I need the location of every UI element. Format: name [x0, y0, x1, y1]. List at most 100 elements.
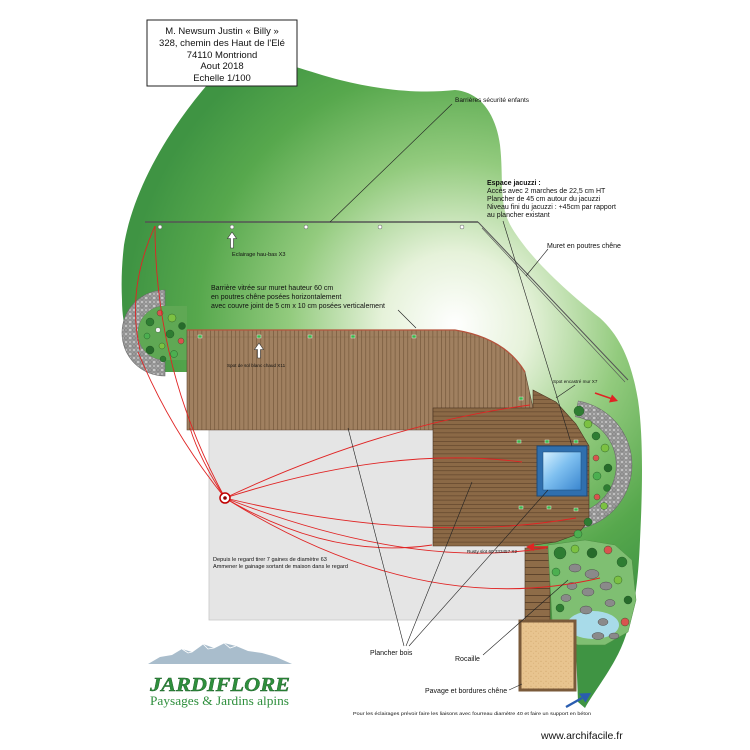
label-rocaille: Rocaille: [455, 656, 480, 663]
rock: [591, 632, 605, 640]
rock: [597, 618, 609, 626]
logo-tagline: Paysages & Jardins alpins: [150, 694, 289, 708]
rock: [581, 587, 595, 597]
deck-steps: [524, 547, 551, 622]
plant: [178, 322, 186, 330]
plant: [583, 517, 593, 527]
spot-light: [573, 507, 579, 512]
inspection-chamber-center: [223, 496, 227, 500]
plant: [551, 567, 561, 577]
jacuzzi-note-line: Niveau fini du jacuzzi : +45cm par rappo…: [487, 204, 616, 211]
plant: [165, 329, 175, 339]
plant: [620, 617, 630, 627]
leader-line: [397, 309, 417, 329]
blue-arrow-shaft: [565, 696, 583, 709]
red-arrow-head: [609, 394, 618, 403]
spot-light: [256, 334, 262, 339]
label-spot-mur: Spot encastré mur X7: [553, 379, 598, 384]
client-address: 328, chemin des Haut de l'Elé: [159, 38, 285, 49]
planting-bed-right: [573, 405, 613, 539]
label-pavage: Pavage et bordures chêne: [425, 688, 507, 695]
plant: [143, 332, 151, 340]
mountains-icon: [148, 643, 292, 664]
title-block-frame: [146, 19, 298, 87]
spot-light: [350, 334, 356, 339]
leader-line: [502, 220, 573, 447]
arrow-up-icon: [226, 231, 238, 249]
conduit-note-line: Ammener le gainage sortant de maison dan…: [213, 564, 348, 570]
plant: [167, 313, 177, 323]
plant: [573, 405, 585, 417]
glass-barrier-note-line: en poutres chêne posées horizontalement: [211, 294, 341, 301]
light-marker: [157, 224, 163, 230]
glass-barrier-note-line: Barrière vitrée sur muret hauteur 60 cm: [211, 285, 333, 292]
leader-line: [482, 579, 569, 656]
glass-barrier-note: Barrière vitrée sur muret hauteur 60 cm …: [211, 285, 385, 310]
conduit: [154, 225, 226, 499]
inspection-chamber: [219, 492, 231, 504]
leader-line: [555, 384, 576, 399]
rock: [560, 594, 572, 602]
rock: [584, 569, 600, 579]
plant: [586, 547, 598, 559]
glass-barrier: [187, 329, 526, 373]
label-barrieres-securite: Barrières sécurité enfants: [455, 97, 530, 104]
plant: [600, 502, 608, 510]
label-muret: Muret en poutres chêne: [547, 243, 621, 250]
plant: [603, 463, 613, 473]
conduit: [224, 404, 531, 499]
client-city: 74110 Montriond: [187, 50, 258, 61]
plant: [600, 443, 610, 453]
plant: [177, 337, 185, 345]
conduit: [224, 497, 601, 590]
oak-wall-inner: [481, 227, 626, 383]
jardiflore-logo: JARDIFLORE Paysages & Jardins alpins: [148, 642, 292, 708]
jacuzzi-note-line: au plancher existant: [487, 212, 550, 219]
pond: [567, 611, 619, 639]
red-arrow-head: [526, 543, 534, 551]
plant: [155, 327, 161, 333]
lighting-footnote: Pour les éclairages prévoir faire les li…: [353, 711, 592, 716]
light-marker: [377, 224, 383, 230]
rock: [579, 605, 593, 615]
conduit-note-line: Depuis le regard tirer 7 gaines de diamè…: [213, 557, 327, 563]
rock: [568, 563, 582, 573]
leader-line: [408, 489, 549, 647]
plant: [623, 595, 633, 605]
rock: [608, 632, 620, 640]
conduits: [134, 225, 601, 590]
label-rusty-slot: Rusty slot 60 333457 X2: [467, 549, 517, 554]
leader-line: [525, 248, 549, 277]
plant: [170, 350, 178, 358]
leader-line: [347, 427, 405, 647]
deck-lights: [197, 334, 579, 512]
plant: [591, 431, 601, 441]
plant: [616, 556, 628, 568]
red-arrow-right: [594, 392, 618, 403]
jacuzzi-note: Espace jacuzzi : Accès avec 2 marches de…: [487, 180, 616, 219]
mountains-snow-icon: [181, 642, 237, 654]
jacuzzi-note-line: Accès avec 2 marches de 22,5 cm HT: [487, 188, 606, 195]
spot-light: [518, 396, 524, 401]
jacuzzi-note-title: Espace jacuzzi :: [487, 180, 541, 187]
plant: [592, 454, 600, 462]
label-spot-sol: Spot de sol blanc chaud X11: [227, 363, 286, 368]
conduit: [224, 497, 577, 529]
light-marker: [229, 224, 235, 230]
plan-date: Aout 2018: [200, 61, 243, 72]
leader-lines: [329, 103, 576, 691]
spot-light: [516, 439, 522, 444]
spot-light: [307, 334, 313, 339]
conduit-note: Depuis le regard tirer 7 gaines de diamè…: [213, 557, 348, 570]
spot-light: [546, 505, 552, 510]
spot-light: [573, 439, 579, 444]
spot-light: [411, 334, 417, 339]
label-plancher-bois: Plancher bois: [370, 650, 413, 657]
spot-light: [544, 439, 550, 444]
conduit: [137, 351, 226, 499]
rock-garden: [547, 539, 637, 646]
watermark: www.archifacile.fr: [540, 730, 623, 742]
jacuzzi-note-line: Plancher de 45 cm autour du jacuzzi: [487, 196, 601, 203]
leader-line: [329, 103, 453, 223]
